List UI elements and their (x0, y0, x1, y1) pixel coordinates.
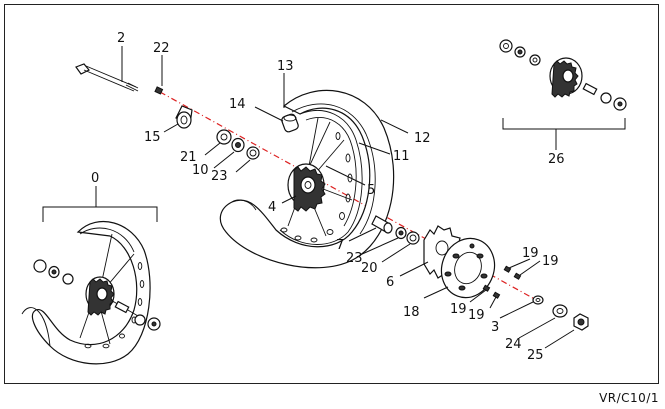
callout-2: 2 (117, 31, 125, 46)
callout-3: 3 (491, 320, 499, 335)
washer-2 (552, 304, 568, 318)
callout-11: 11 (393, 149, 410, 164)
callout-19a: 19 (522, 246, 539, 261)
wheel-assembly (21, 221, 161, 365)
circlip (246, 146, 260, 160)
bracket-assembly-0 (42, 186, 158, 222)
callout-20: 20 (361, 261, 378, 276)
callout-5: 5 (367, 183, 375, 198)
callout-23a: 23 (211, 169, 228, 184)
brake-disc (440, 237, 496, 299)
bracket-assembly-26 (502, 118, 626, 150)
callout-6: 6 (386, 275, 394, 290)
callout-4: 4 (268, 200, 276, 215)
bearing-2 (406, 231, 420, 245)
axle-bolt (75, 63, 139, 92)
tire-valve (281, 113, 299, 133)
circlip-2 (395, 226, 407, 240)
callout-23b: 23 (346, 251, 363, 266)
rear-wheel (219, 89, 395, 269)
callout-13: 13 (277, 59, 294, 74)
bearing (231, 137, 245, 153)
diagram-frame (4, 4, 659, 384)
callout-10: 10 (192, 163, 209, 178)
callout-18: 18 (403, 305, 420, 320)
callout-labels: 0 2 22 13 14 15 12 11 21 10 23 5 4 7 23 … (91, 31, 565, 363)
callout-25: 25 (527, 348, 544, 363)
spacer-tube (371, 215, 393, 234)
callout-19d: 19 (468, 308, 485, 323)
tire (219, 89, 395, 269)
callout-15: 15 (144, 130, 161, 145)
diagram-reference-code: VR/C10/1 (599, 391, 659, 405)
screw (154, 86, 164, 95)
axle-nut (573, 313, 589, 331)
callout-21: 21 (180, 150, 197, 165)
callout-0: 0 (91, 171, 99, 186)
callout-12: 12 (414, 131, 431, 146)
callout-7: 7 (336, 238, 344, 253)
washer (532, 295, 544, 305)
callout-22: 22 (153, 41, 170, 56)
spacer-collar (175, 105, 193, 129)
callout-26: 26 (548, 152, 565, 167)
wheel-hub (287, 163, 326, 212)
callout-19b: 19 (542, 254, 559, 269)
hub-assembly (499, 39, 627, 111)
callout-24: 24 (505, 337, 522, 352)
rim (279, 110, 363, 245)
oil-seal (216, 129, 232, 145)
callout-19c: 19 (450, 302, 467, 317)
leader-lines (121, 46, 575, 349)
callout-14: 14 (229, 97, 246, 112)
assembly-rim-holes (84, 262, 145, 349)
